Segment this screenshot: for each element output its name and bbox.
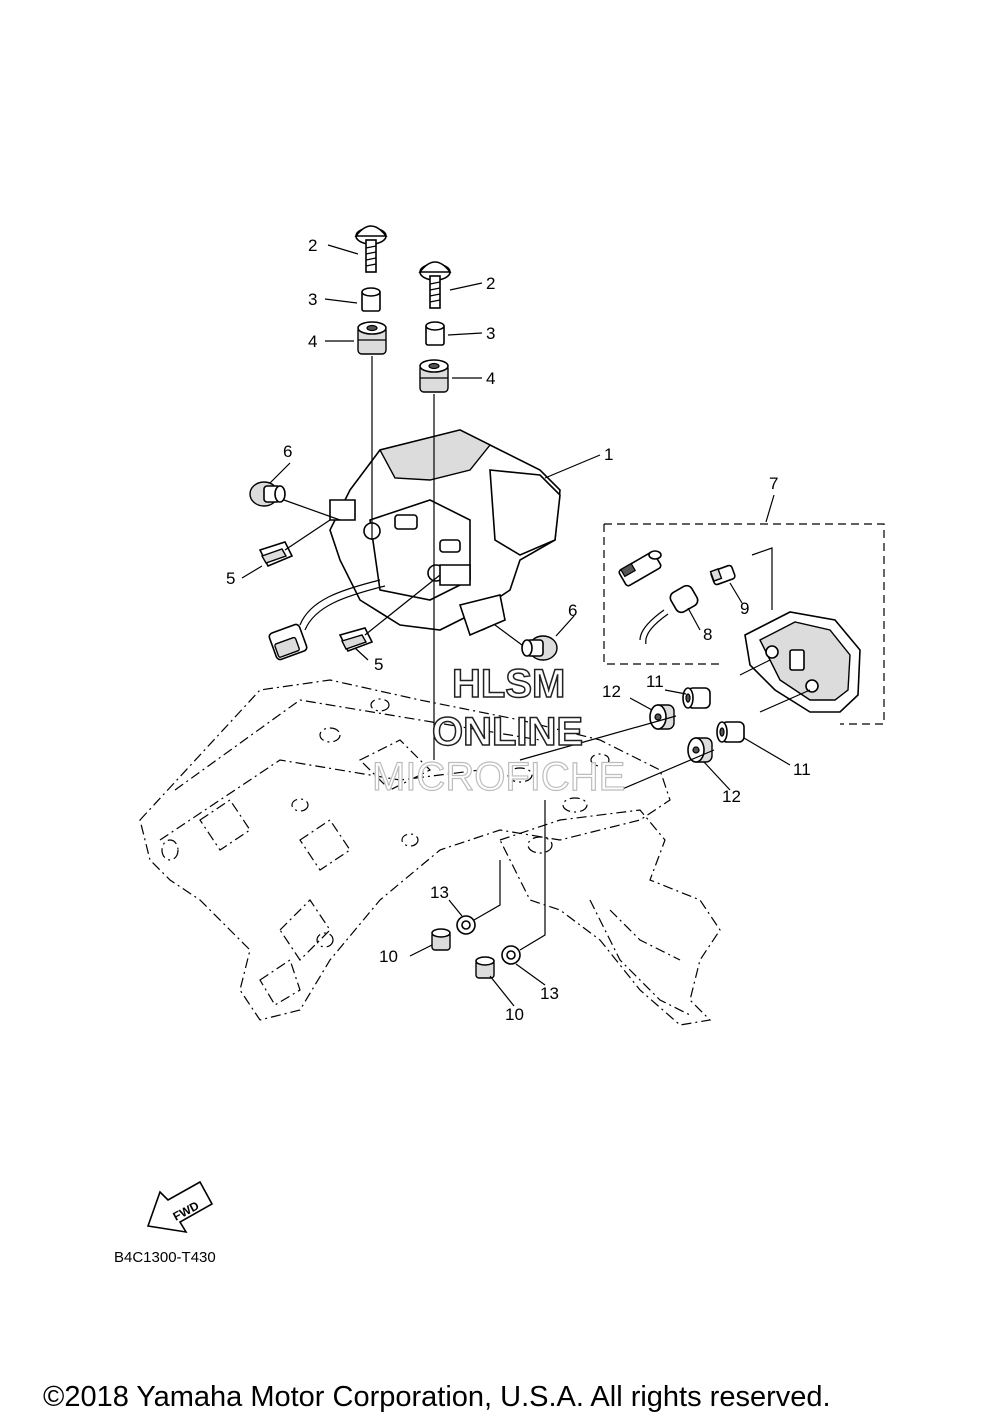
grommet-12-lower <box>687 737 713 763</box>
callout-leaders <box>241 244 791 1007</box>
callout-1: 1 <box>604 445 613 464</box>
callout-9: 9 <box>740 599 749 618</box>
grommet-left <box>357 321 387 355</box>
copyright-notice: ©2018 Yamaha Motor Corporation, U.S.A. A… <box>43 1381 831 1413</box>
callout-12-lower: 12 <box>722 787 741 806</box>
damper-upper <box>249 481 286 507</box>
collar-left <box>361 287 381 312</box>
washer-13-lower <box>501 945 521 965</box>
callout-8: 8 <box>703 625 712 644</box>
wire-connector <box>268 623 308 661</box>
callout-11-lower: 11 <box>793 760 811 779</box>
watermark-line-1: HLSM <box>452 662 565 706</box>
watermark-line-3: MICROFICHE <box>372 755 625 799</box>
bolt-right <box>418 261 452 309</box>
fwd-arrow-icon: FWD <box>146 1180 214 1234</box>
callout-3-left: 3 <box>308 290 317 309</box>
callout-2-right: 2 <box>486 274 495 293</box>
callout-4-right: 4 <box>486 369 495 388</box>
rear-frame <box>139 679 721 1026</box>
harness-plug <box>618 550 662 587</box>
diagram-code: B4C1300-T430 <box>114 1249 216 1266</box>
callout-7: 7 <box>769 474 778 493</box>
callout-6-lower: 6 <box>568 601 577 620</box>
collar-right <box>425 321 445 346</box>
callout-13-lower: 13 <box>540 984 559 1003</box>
callout-10-upper: 10 <box>379 947 398 966</box>
callout-13-upper: 13 <box>430 883 449 902</box>
washer-13-upper <box>456 915 476 935</box>
bulb-socket <box>639 584 699 645</box>
callout-10-lower: 10 <box>505 1005 524 1024</box>
clip-lower <box>338 627 374 653</box>
bolt-left <box>354 225 388 273</box>
callout-2-left: 2 <box>308 236 317 255</box>
watermark: HLSM ONLINE MICROFICHE <box>371 661 626 799</box>
callout-6-upper: 6 <box>283 442 292 461</box>
callout-12-upper: 12 <box>602 682 621 701</box>
callout-11-upper: 11 <box>646 672 664 691</box>
license-light-assembly <box>603 523 885 725</box>
collar-11-upper <box>682 687 711 709</box>
callout-3-right: 3 <box>486 324 495 343</box>
bulb <box>709 564 736 586</box>
callout-5-upper: 5 <box>226 569 235 588</box>
watermark-line-2: ONLINE <box>432 710 583 754</box>
clip-upper <box>258 541 294 568</box>
callout-5-lower: 5 <box>374 655 383 674</box>
damper-lower <box>521 635 558 661</box>
grommet-right <box>419 359 449 393</box>
nut-10-upper <box>431 928 451 951</box>
collar-11-lower <box>716 721 745 743</box>
callout-4-left: 4 <box>308 332 317 351</box>
tail-light-housing <box>299 429 561 637</box>
nut-10-lower <box>475 956 495 979</box>
grommet-12-upper <box>649 704 675 730</box>
